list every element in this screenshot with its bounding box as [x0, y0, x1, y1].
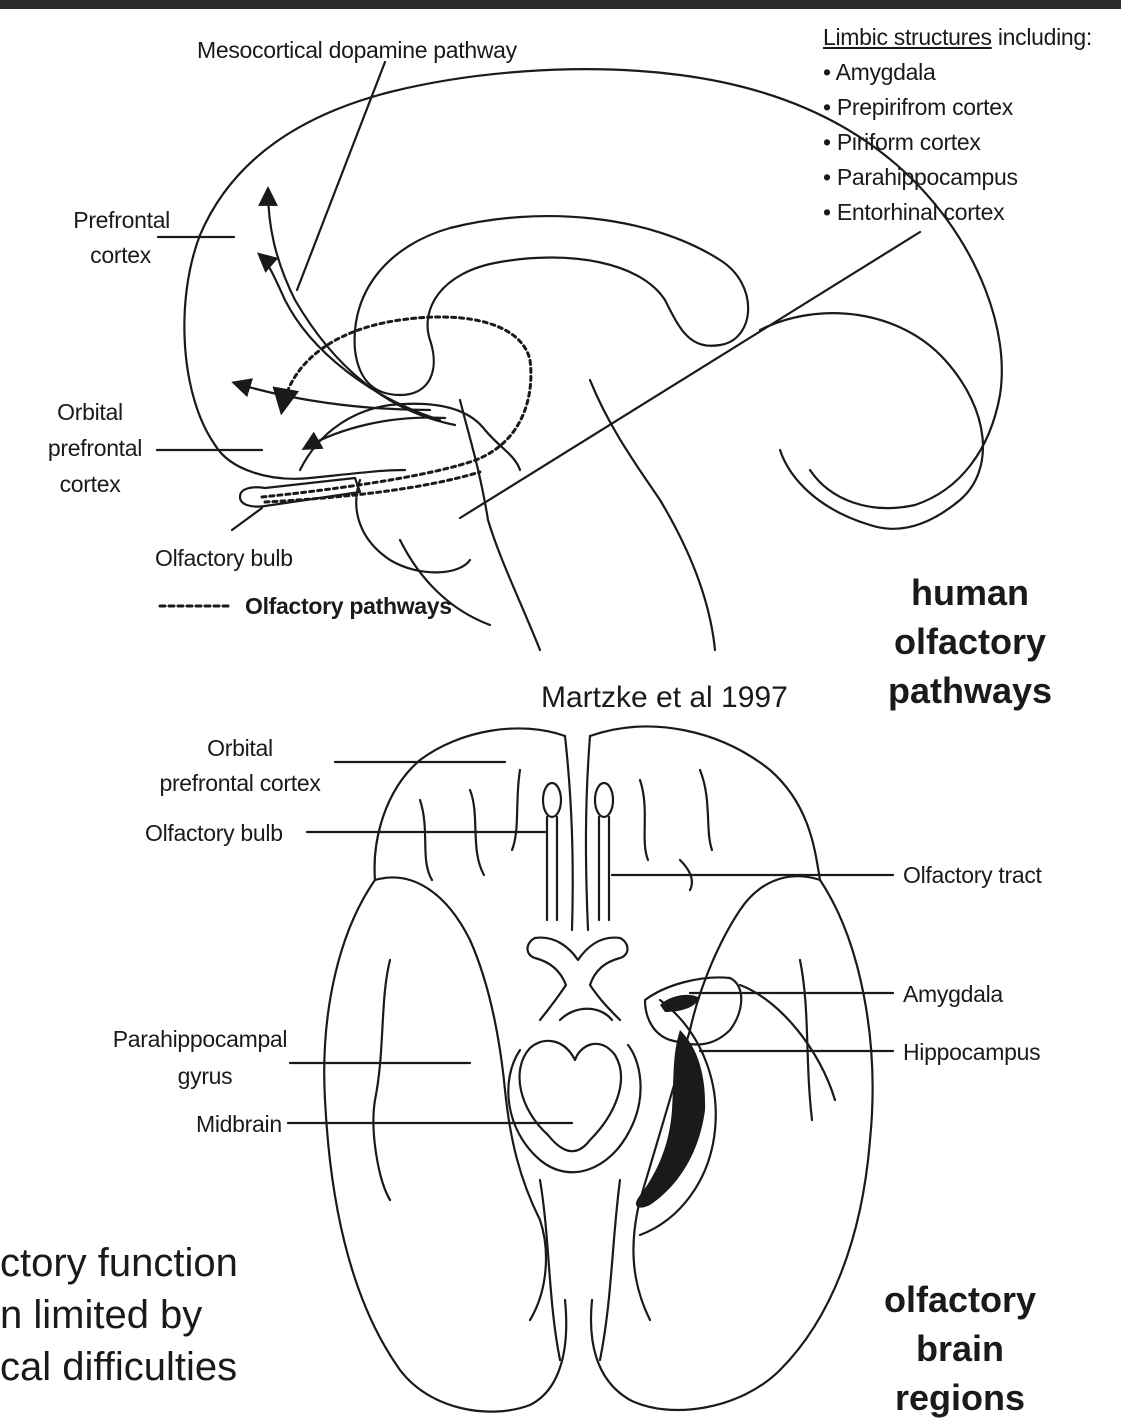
title-bottom-line-1: olfactory	[860, 1275, 1060, 1324]
citation: Martzke et al 1997	[541, 680, 788, 716]
title-bottom-line-3: regions	[860, 1373, 1060, 1422]
cerebellum-outline	[760, 313, 983, 529]
v-label-olfactory-bulb: Olfactory bulb	[145, 818, 283, 848]
v-label-amygdala: Amygdala	[903, 979, 1003, 1009]
limbic-heading: Limbic structures including:	[823, 22, 1092, 52]
label-prefrontal-1: Prefrontal	[40, 205, 170, 235]
label-prefrontal-2: cortex	[40, 240, 151, 270]
sagittal-olfactory-bulb	[240, 478, 360, 507]
limbic-item: • Piriform cortex	[823, 127, 981, 157]
v-label-orbital-2: prefrontal cortex	[140, 768, 340, 798]
limbic-item: • Parahippocampus	[823, 162, 1018, 192]
title-top-line-2: olfactory	[870, 617, 1070, 666]
mesocortical-leader	[297, 62, 385, 290]
brainstem-right	[590, 380, 715, 650]
brainstem-base	[540, 1180, 620, 1360]
v-label-parahippocampal-1: Parahippocampal	[100, 1024, 300, 1054]
legend-olfactory-pathways: Olfactory pathways	[245, 591, 452, 621]
label-mesocortical: Mesocortical dopamine pathway	[197, 35, 517, 65]
midline	[565, 736, 573, 930]
side-note-line-3: cal difficulties	[0, 1342, 237, 1392]
left-temporal-inner	[373, 960, 390, 1200]
limbic-item: • Amygdala	[823, 57, 935, 87]
midbrain-outline	[520, 1041, 621, 1151]
right-temporal	[633, 876, 820, 1320]
dopamine-arrow-4	[305, 418, 445, 448]
optic-chiasm	[528, 938, 628, 1020]
v-label-olfactory-tract: Olfactory tract	[903, 860, 1042, 890]
label-olfactory-bulb: Olfactory bulb	[155, 543, 293, 573]
v-label-hippocampus: Hippocampus	[903, 1037, 1040, 1067]
left-temporal	[375, 878, 546, 1321]
corpus-callosum	[355, 216, 749, 395]
title-bottom-line-2: brain	[860, 1324, 1060, 1373]
label-orbital-1: Orbital	[40, 397, 140, 427]
label-orbital-2: prefrontal	[40, 433, 150, 463]
gyrus-line	[512, 770, 520, 850]
ventral-brain-drawing	[288, 727, 893, 1412]
ventral-olfactory-bulb-left	[543, 783, 561, 817]
limbic-leader	[460, 232, 920, 518]
limbic-loop	[300, 404, 520, 470]
gyrus-line	[640, 780, 648, 860]
v-label-midbrain: Midbrain	[196, 1109, 282, 1139]
right-hemisphere-outline	[590, 727, 873, 1410]
olfactory-pathway-dotted-2	[265, 472, 480, 502]
limbic-item: • Prepirifrom cortex	[823, 92, 1013, 122]
olfactory-bulb-pointer	[232, 508, 262, 530]
v-label-parahippocampal-2: gyrus	[140, 1061, 270, 1091]
midline-right	[586, 736, 590, 930]
side-note-line-1: ctory function	[0, 1238, 238, 1288]
gyrus-line	[420, 800, 432, 880]
dopamine-arrow-1	[268, 190, 455, 425]
ventral-olfactory-bulb-right	[595, 783, 613, 817]
title-top-line-3: pathways	[870, 666, 1070, 715]
gyrus-line	[700, 770, 712, 850]
label-orbital-3: cortex	[40, 469, 140, 499]
limbic-item: • Entorhinal cortex	[823, 197, 1004, 227]
brainstem-left	[460, 400, 540, 650]
mammillary-arc	[560, 1009, 612, 1020]
right-temporal-line	[740, 985, 835, 1100]
side-note-line-2: n limited by	[0, 1290, 202, 1340]
title-top-line-1: human	[870, 568, 1070, 617]
limbic-heading-underlined: Limbic structures	[823, 24, 992, 50]
v-label-orbital-1: Orbital	[160, 733, 320, 763]
limbic-heading-rest: including:	[992, 24, 1092, 50]
